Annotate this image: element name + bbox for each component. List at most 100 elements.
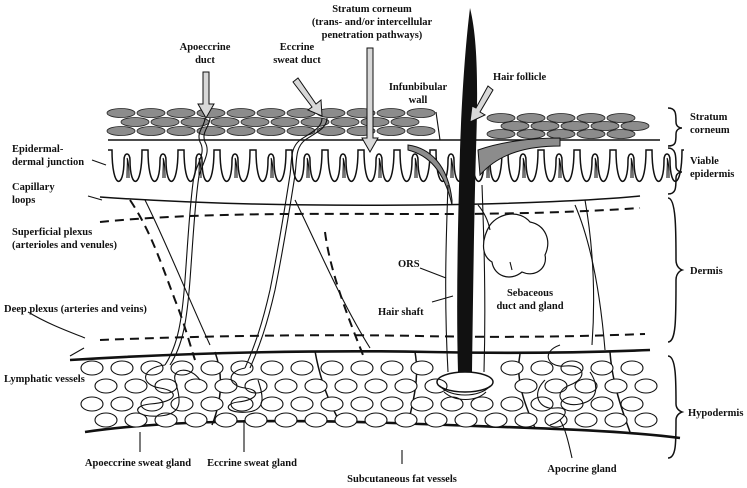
corneocyte: [270, 117, 300, 127]
fat-cell: [350, 360, 374, 376]
fat-cell: [274, 412, 298, 428]
layer-hypodermis: Hypodermis: [688, 408, 743, 419]
corneocyte: [516, 113, 546, 123]
fat-cell: [110, 360, 134, 376]
corneocyte: [286, 126, 316, 136]
fat-cell: [170, 360, 194, 376]
fat-cell: [590, 360, 614, 376]
connecting-vessel-mid: [324, 231, 366, 361]
corneocyte: [106, 108, 136, 118]
fat-cell: [394, 412, 418, 428]
label-sebaceous-2: duct and gland: [496, 301, 563, 312]
corneocyte: [136, 126, 166, 136]
label-stratum-corneum-pathway: Stratum corneum: [332, 4, 412, 15]
dermis-hypodermis-boundary: [69, 348, 651, 362]
fat-cell: [574, 412, 598, 428]
fat-cell: [604, 378, 628, 394]
label-capillary-loops-2: loops: [12, 195, 35, 206]
fat-cell: [274, 378, 298, 394]
label-sebaceous: Sebaceous: [507, 288, 553, 299]
fat-cell: [500, 360, 524, 376]
label-subcutaneous-fat-vessels: Subcutaneous fat vessels: [347, 474, 457, 485]
corneocyte: [606, 113, 636, 123]
apocrine-gland-coil: [537, 344, 597, 426]
eccrine-duct-inner: [249, 117, 328, 369]
epidermal-dermal-junction: [108, 149, 684, 182]
label-stratum-corneum-pathway-3: penetration pathways): [322, 30, 423, 41]
eccrine-duct-arrow: [292, 77, 323, 117]
fat-cell: [80, 360, 104, 376]
fat-cell: [634, 412, 658, 428]
fat-cell: [410, 396, 434, 412]
label-deep-plexus: Deep plexus (arteries and veins): [4, 304, 147, 315]
fat-cell: [124, 412, 148, 428]
fat-cell: [304, 412, 328, 428]
fat-cell: [94, 378, 118, 394]
corneocyte: [620, 121, 650, 131]
corneocyte: [606, 129, 636, 139]
fat-cell: [184, 412, 208, 428]
layer-viable-epidermis: Viable: [690, 156, 719, 167]
apoeccrine-duct-inner: [169, 117, 211, 366]
fat-cell: [500, 396, 524, 412]
corneocyte: [376, 108, 406, 118]
stratum-corneum-cells-right: [486, 113, 650, 139]
corneocyte: [166, 126, 196, 136]
fat-cell: [200, 360, 224, 376]
corneocyte: [406, 108, 436, 118]
corneocyte: [210, 117, 240, 127]
label-hair-shaft: Hair shaft: [378, 307, 424, 318]
fat-cell: [424, 378, 448, 394]
fat-cell: [94, 412, 118, 428]
corneocyte: [150, 117, 180, 127]
fat-cell: [214, 378, 238, 394]
fat-cell: [470, 396, 494, 412]
corneocyte: [590, 121, 620, 131]
fat-cell: [530, 360, 554, 376]
fat-cell: [304, 378, 328, 394]
label-superficial-plexus: Superficial plexus: [12, 227, 92, 238]
hair-shaft: [457, 8, 478, 372]
corneocyte: [500, 121, 530, 131]
apoeccrine-duct-arrow: [197, 71, 215, 120]
outer-root-sheath: [445, 184, 486, 373]
label-hair-follicle: Hair follicle: [493, 72, 547, 83]
corneocyte: [376, 126, 406, 136]
label-apoeccrine-gland: Apoeccrine sweat gland: [85, 458, 191, 469]
corneocyte: [136, 108, 166, 118]
corneocyte: [226, 126, 256, 136]
corneocyte: [576, 129, 606, 139]
label-capillary-loops: Capillary: [12, 182, 55, 193]
fat-cell: [544, 412, 568, 428]
corneocyte: [226, 108, 256, 118]
fat-cell: [380, 396, 404, 412]
corneocyte: [120, 117, 150, 127]
hair-bulb: [436, 371, 494, 393]
fat-cell: [260, 396, 284, 412]
label-eccrine-duct-2: sweat duct: [273, 55, 321, 66]
label-apoeccrine-duct-2: duct: [195, 55, 215, 66]
corneocyte: [546, 129, 576, 139]
layer-viable-epidermis-2: epidermis: [690, 169, 734, 180]
label-lymphatic-vessels: Lymphatic vessels: [4, 374, 85, 385]
fat-cell: [364, 412, 388, 428]
layer-dermis: Dermis: [690, 266, 723, 277]
label-eccrine-duct: Eccrine: [280, 42, 315, 53]
deep-plexus: [99, 333, 646, 341]
eccrine-gland-coil: [227, 367, 263, 413]
label-superficial-plexus-2: (arterioles and venules): [12, 240, 117, 251]
fat-cell: [410, 360, 434, 376]
fat-cell: [334, 378, 358, 394]
corneocyte: [106, 126, 136, 136]
corneocyte: [530, 121, 560, 131]
fat-cell: [620, 396, 644, 412]
apocrine-gland-duct: [584, 199, 595, 346]
hair-follicle-arrow: [469, 85, 494, 123]
stratum-corneum-arrow: [361, 47, 379, 154]
fat-cell: [514, 378, 538, 394]
fat-cell: [290, 360, 314, 376]
fat-cell: [484, 412, 508, 428]
fat-cell: [260, 360, 284, 376]
fat-cell: [604, 412, 628, 428]
superficial-plexus: [99, 207, 641, 223]
